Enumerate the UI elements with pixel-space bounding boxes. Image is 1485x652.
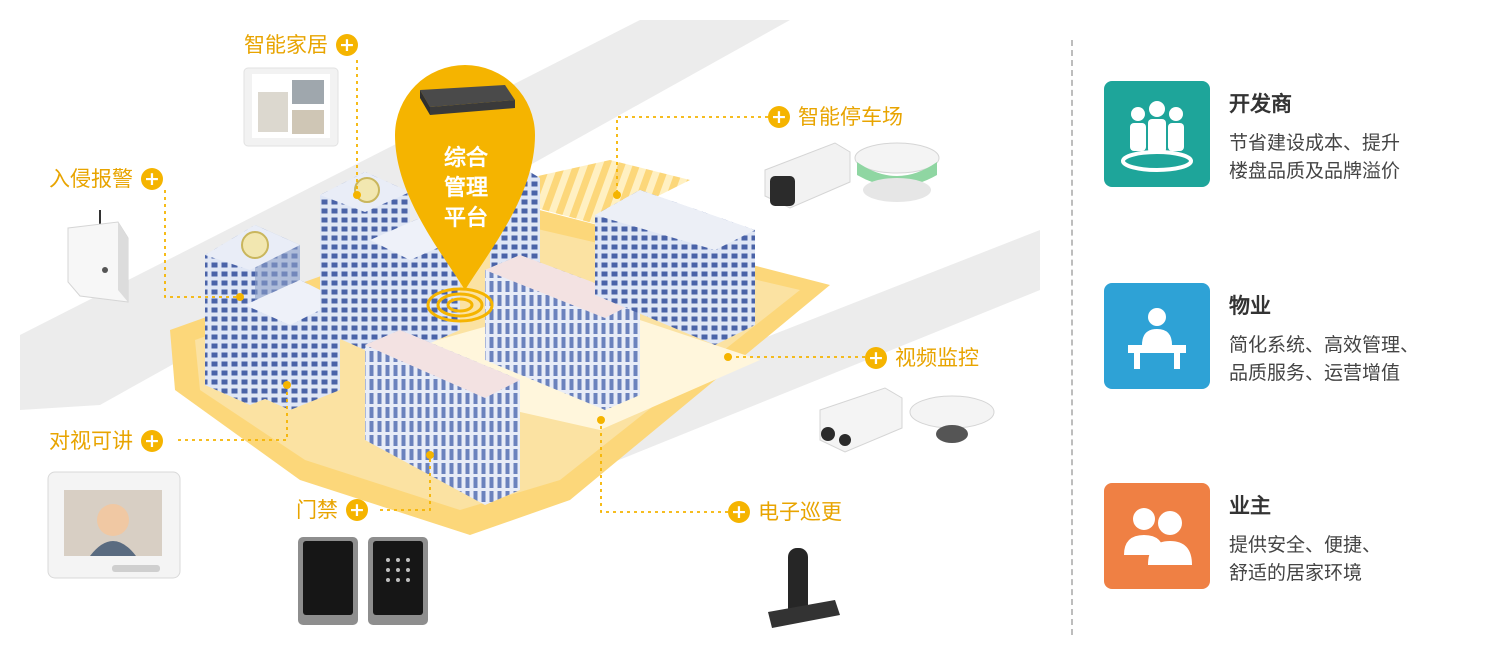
building-right [595,190,755,345]
role-owner-desc-line2: 舒适的居家环境 [1229,562,1363,584]
platform-label-line1: 综合 [444,145,489,171]
role-developer-desc-line1: 节省建设成本、提升 [1229,132,1401,154]
module-access-control[interactable]: 门禁 + [296,499,368,521]
plus-icon[interactable]: + [768,106,790,128]
plus-icon[interactable]: + [865,347,887,369]
module-smart-parking[interactable]: + 智能停车场 [768,106,903,128]
role-developer-desc: 节省建设成本、提升 楼盘品质及品牌溢价 [1229,129,1464,185]
role-property-desc-line2: 品质服务、运营增值 [1229,362,1401,384]
patrol-wands [768,548,840,628]
module-video-intercom[interactable]: 对视可讲 + [49,430,163,452]
module-guard-patrol[interactable]: + 电子巡更 [728,501,842,523]
role-owner-desc: 提供安全、便捷、 舒适的居家环境 [1229,531,1464,587]
module-smart-parking-label: 智能停车场 [798,104,903,129]
module-smart-home-label: 智能家居 [244,32,328,57]
desk-person-icon [1104,283,1210,389]
parking-cameras [764,142,940,209]
role-owner-title: 业主 [1229,494,1271,518]
access-readers [298,537,428,625]
module-intrusion-alarm[interactable]: 入侵报警 + [49,168,163,190]
surveillance-cameras [819,387,995,453]
leader-dots [236,191,732,459]
platform-label-line3: 平台 [444,205,488,231]
role-property-title: 物业 [1229,294,1271,318]
role-property-desc-line1: 简化系统、高效管理、 [1229,334,1420,356]
plus-icon[interactable]: + [336,34,358,56]
platform-pin[interactable] [395,65,535,290]
kitchen-photo [243,67,339,147]
leader-lines [164,60,865,513]
plus-icon[interactable]: + [141,430,163,452]
two-persons-icon [1104,483,1210,589]
role-developer-desc-line2: 楼盘品质及品牌溢价 [1229,160,1401,182]
module-guard-patrol-label: 电子巡更 [758,499,842,524]
intercom-monitor [47,471,181,579]
module-smart-home[interactable]: 智能家居 + [244,34,358,56]
alarm-panel [67,210,129,303]
role-owner: 业主 提供安全、便捷、 舒适的居家环境 [1104,483,1464,593]
module-video-surveillance-label: 视频监控 [895,345,979,370]
role-developer: 开发商 节省建设成本、提升 楼盘品质及品牌溢价 [1104,81,1464,191]
people-group-icon [1104,81,1210,187]
module-video-surveillance[interactable]: + 视频监控 [865,347,979,369]
module-video-intercom-label: 对视可讲 [49,428,133,453]
plus-icon[interactable]: + [141,168,163,190]
signal-rings [426,287,494,323]
building-left [205,225,340,410]
module-access-control-label: 门禁 [296,497,338,522]
role-property: 物业 简化系统、高效管理、 品质服务、运营增值 [1104,283,1464,393]
role-developer-title: 开发商 [1229,92,1292,116]
plus-icon[interactable]: + [346,499,368,521]
role-property-desc: 简化系统、高效管理、 品质服务、运营增值 [1229,331,1464,387]
module-intrusion-alarm-label: 入侵报警 [49,166,133,191]
divider [1071,40,1073,635]
role-owner-desc-line1: 提供安全、便捷、 [1229,534,1382,556]
building-long-bottom [365,330,520,505]
plus-icon[interactable]: + [728,501,750,523]
platform-label-line2: 管理 [444,175,488,201]
